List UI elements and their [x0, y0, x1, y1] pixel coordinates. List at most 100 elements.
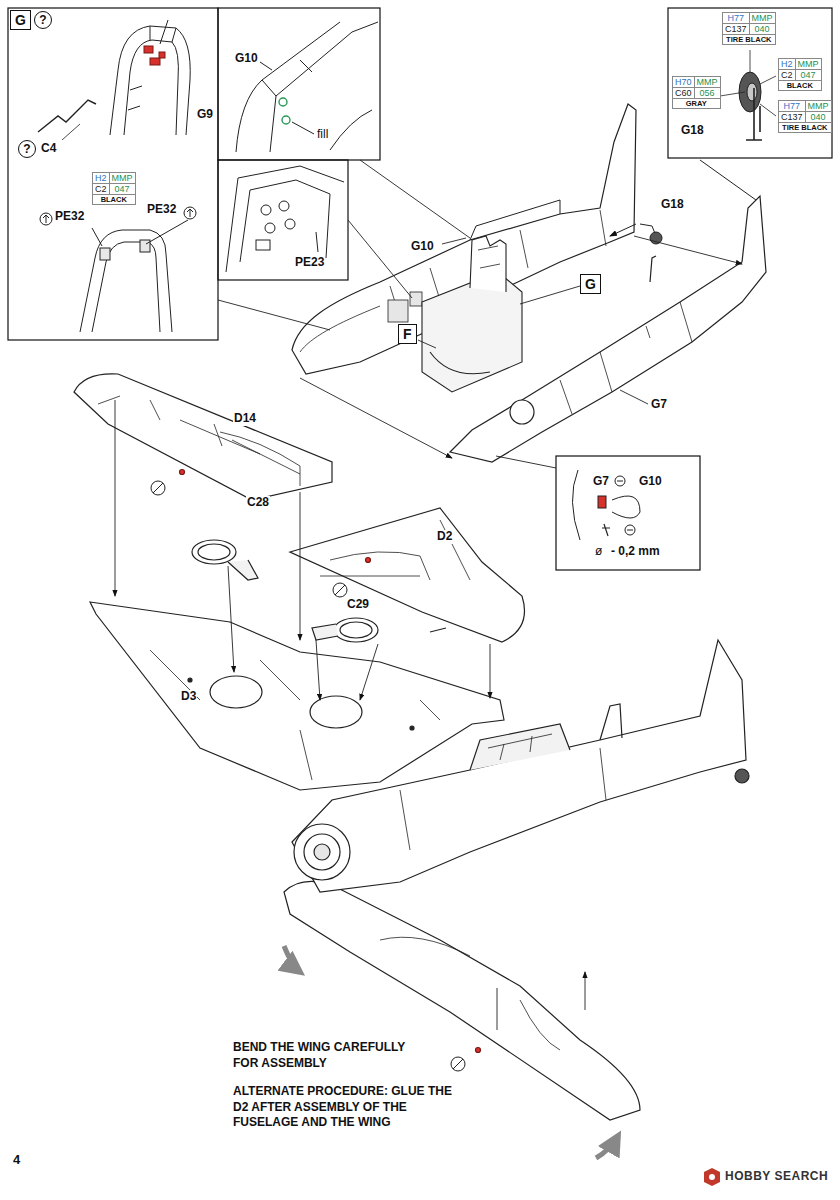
wing-lower — [310, 696, 362, 728]
leader-line — [218, 300, 330, 330]
assembly-arrow — [228, 566, 234, 672]
paint-code: H77 — [723, 13, 750, 24]
fuselage-right-half — [510, 400, 534, 424]
part-number: G7 — [592, 475, 610, 489]
fuselage-detail-drawing — [260, 62, 272, 70]
detail-slot-drawing — [612, 496, 640, 518]
inset-frame — [556, 456, 700, 570]
wing-lower — [410, 726, 414, 730]
note: fill — [316, 128, 329, 142]
glue-symbol — [335, 585, 345, 595]
assembled-aircraft — [470, 724, 570, 770]
part-number: G10 — [234, 52, 259, 66]
bend-arrow — [596, 1136, 618, 1158]
wing-upper-left — [74, 374, 332, 500]
paint-code: BLACK — [779, 80, 821, 90]
leader-line — [300, 378, 452, 458]
tail-wheel-part — [650, 232, 662, 244]
wheel-well-ring — [340, 622, 372, 638]
wing-upper-left — [74, 374, 332, 500]
seat-frame-drawing — [100, 248, 110, 260]
note: BEND THE WING CAREFULLY FOR ASSEMBLY — [232, 1040, 434, 1071]
detail-slot-drawing — [598, 496, 606, 508]
assembly-arrow — [300, 492, 301, 640]
glue-symbol — [451, 1057, 465, 1071]
instrument-panel-drawing — [316, 232, 318, 252]
fuselage-right-half — [450, 196, 766, 462]
detail-slot-drawing — [572, 470, 580, 540]
wing-upper-right — [290, 508, 525, 642]
paint-code: C2 — [93, 184, 110, 194]
paint-code: H2 — [779, 59, 796, 70]
paint-code: MMP — [806, 101, 831, 112]
inset-frame — [8, 8, 218, 340]
cockpit-tub — [470, 236, 506, 292]
paint-code: 047 — [796, 70, 821, 80]
glue-symbol — [333, 583, 347, 597]
watermark-logo — [704, 1168, 720, 1186]
assembly-arrow — [115, 400, 116, 596]
crank-part — [38, 100, 96, 132]
detail-slot-drawing — [627, 530, 633, 531]
tail-wheel-drawing — [747, 83, 757, 101]
assembled-aircraft — [292, 640, 746, 892]
paint-code: TIRE BLACK — [779, 122, 831, 132]
watermark-logo — [704, 1168, 720, 1186]
wing-lower — [188, 678, 192, 682]
wing-lower — [150, 650, 440, 780]
section-box: G — [10, 10, 31, 30]
leader-line — [348, 220, 412, 298]
headrest-drawing — [124, 40, 178, 135]
bend-arrow — [284, 946, 300, 972]
wing-upper-left — [180, 470, 185, 475]
detail-slot-drawing — [615, 476, 625, 486]
crank-part — [38, 100, 96, 140]
wheel-well-ring — [198, 544, 230, 560]
assembled-aircraft — [380, 937, 560, 1050]
headrest-drawing — [159, 52, 165, 58]
wheel-well-ring — [312, 624, 338, 640]
cockpit-tub — [430, 352, 490, 374]
paint-code: MMP — [796, 59, 821, 70]
paint-code: H70 — [673, 77, 695, 88]
part-number: C29 — [346, 598, 370, 612]
watermark: HOBBY SEARCH — [724, 1170, 829, 1184]
part-number: G18 — [680, 124, 705, 138]
wing-upper-right — [320, 520, 470, 580]
tail-wheel-part — [610, 224, 636, 236]
seat-frame-drawing — [184, 207, 196, 219]
part-number: G9 — [196, 108, 214, 122]
leader-line — [634, 236, 742, 264]
fuselage-left-half — [410, 292, 422, 306]
paint-code: TIRE BLACK — [723, 34, 775, 44]
fuselage-detail-drawing — [330, 110, 372, 150]
page-number: 4 — [12, 1153, 21, 1168]
symbol-letter: ? — [23, 142, 30, 156]
wing-lower — [210, 676, 262, 708]
detail-slot-drawing — [617, 481, 623, 482]
leader-line — [218, 160, 742, 468]
seat-frame-drawing — [43, 215, 49, 223]
inset-frame — [8, 8, 832, 570]
paint-code: BLACK — [93, 194, 135, 204]
instrument-panel-drawing — [256, 240, 270, 250]
tail-wheel-drawing — [739, 72, 761, 112]
glue-symbol — [453, 1059, 463, 1069]
assembly-arrow — [490, 644, 491, 698]
wing-upper-left — [98, 396, 300, 486]
tail-wheel-part — [610, 160, 756, 244]
wing-lower — [90, 602, 504, 790]
cockpit-tub — [478, 246, 500, 268]
assembled-aircraft — [735, 769, 749, 783]
paint-code: C137 — [723, 24, 750, 34]
seat-frame-drawing — [187, 209, 193, 217]
dimension: - 0,2 mm — [610, 545, 661, 559]
wheel-well-ring — [228, 560, 258, 580]
fuselage-right-half — [560, 302, 692, 414]
cockpit-tub — [422, 236, 522, 392]
headrest-drawing — [110, 20, 190, 135]
assembly-arrow — [115, 400, 490, 700]
part-number: G18 — [660, 198, 685, 212]
leader-line — [520, 286, 580, 304]
paint-code: MMP — [110, 173, 135, 184]
